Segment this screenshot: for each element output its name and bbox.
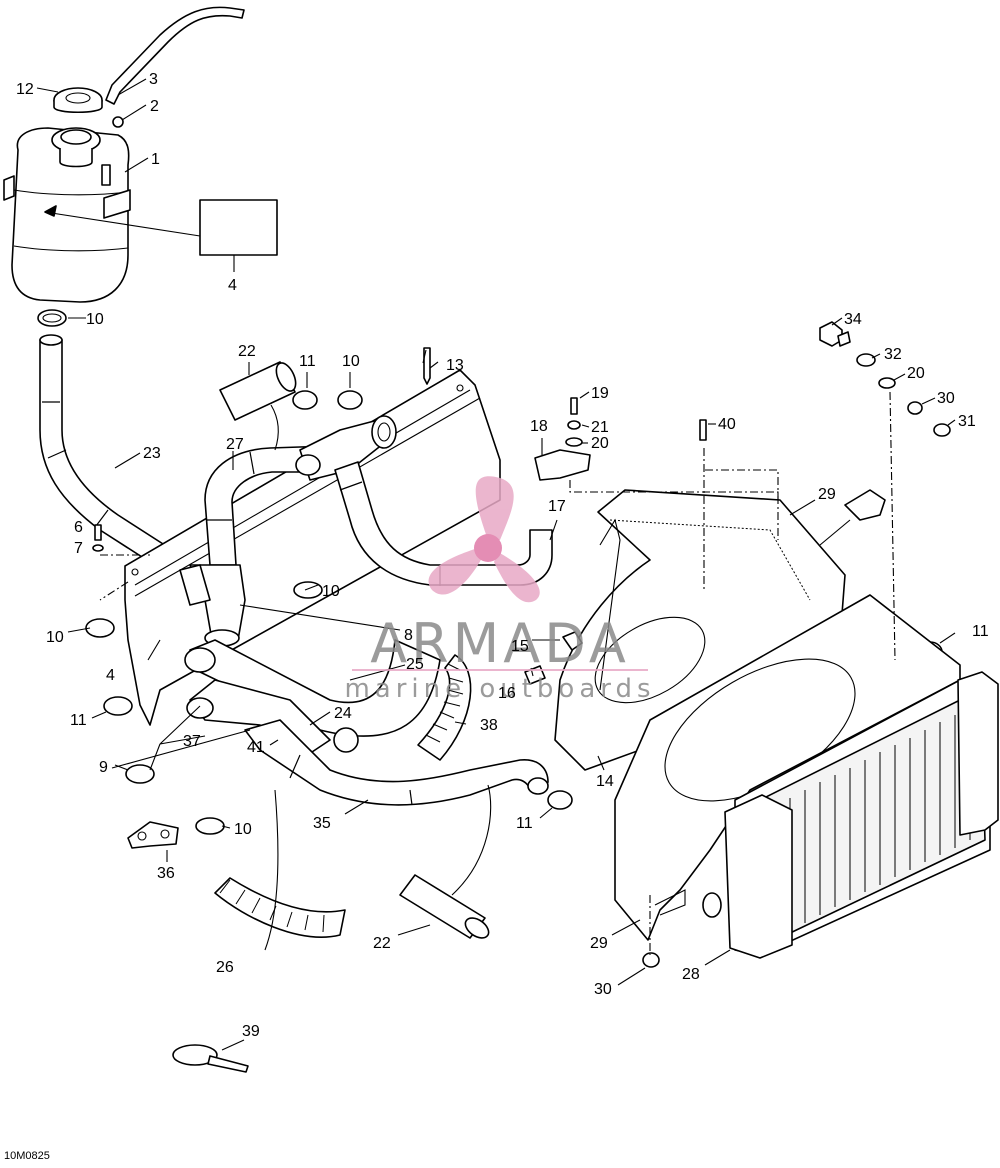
callout-26: 26 bbox=[216, 959, 234, 976]
tee-fitting bbox=[179, 564, 246, 647]
callout-35: 35 bbox=[313, 815, 331, 832]
watermark: ARMADA marine outboards bbox=[344, 476, 655, 704]
callout-19: 19 bbox=[591, 385, 609, 402]
reservoir-cap bbox=[53, 87, 103, 114]
callout-11: 11 bbox=[516, 815, 533, 832]
callout-37: 37 bbox=[183, 733, 201, 750]
callout-10: 10 bbox=[322, 583, 340, 600]
callout-11: 11 bbox=[972, 623, 989, 640]
callout-1: 1 bbox=[151, 151, 160, 168]
callout-27: 27 bbox=[226, 436, 244, 453]
callout-30: 30 bbox=[937, 390, 955, 407]
callout-24: 24 bbox=[334, 705, 352, 722]
callout-36: 36 bbox=[157, 865, 175, 882]
propeller-logo-icon bbox=[428, 476, 540, 603]
callout-16: 16 bbox=[498, 685, 516, 702]
leader-lines bbox=[36, 78, 956, 1051]
callout-4: 4 bbox=[106, 667, 115, 684]
callout-29: 29 bbox=[818, 486, 836, 503]
callout-40: 40 bbox=[718, 416, 736, 433]
callout-22: 22 bbox=[238, 343, 256, 360]
callout-21: 21 bbox=[591, 419, 609, 436]
callout-8: 8 bbox=[404, 627, 413, 644]
alignment-lines bbox=[99, 391, 896, 955]
straight-hose-bottom bbox=[399, 874, 490, 939]
corrugated-hose-upper bbox=[417, 654, 472, 761]
callout-39: 39 bbox=[242, 1023, 260, 1040]
callout-28: 28 bbox=[682, 966, 700, 983]
upper-hose bbox=[204, 445, 333, 566]
callout-20: 20 bbox=[591, 435, 609, 452]
callout-14: 14 bbox=[596, 773, 614, 790]
corrugated-hose-lower bbox=[214, 877, 346, 938]
drawing-code: 10M0825 bbox=[4, 1150, 50, 1162]
reservoir-outlet-hose bbox=[39, 334, 189, 576]
callout-23: 23 bbox=[143, 445, 161, 462]
callout-22: 22 bbox=[373, 935, 391, 952]
callout-3: 3 bbox=[149, 71, 158, 88]
coolant-reservoir bbox=[3, 127, 131, 303]
warning-label bbox=[44, 199, 278, 256]
callout-10: 10 bbox=[342, 353, 360, 370]
vent-clamp bbox=[112, 116, 124, 128]
callout-34: 34 bbox=[844, 311, 862, 328]
straight-hose-top bbox=[219, 361, 297, 421]
callout-12: 12 bbox=[16, 81, 34, 98]
callout-13: 13 bbox=[446, 357, 464, 374]
callout-29: 29 bbox=[590, 935, 608, 952]
callout-15: 15 bbox=[511, 638, 529, 655]
callout-7: 7 bbox=[74, 540, 83, 557]
callout-9: 9 bbox=[99, 759, 108, 776]
callout-10: 10 bbox=[46, 629, 64, 646]
watermark-tagline: marine outboards bbox=[344, 674, 655, 704]
watermark-brand: ARMADA bbox=[370, 612, 630, 675]
vent-hose bbox=[105, 6, 245, 105]
callout-38: 38 bbox=[480, 717, 498, 734]
callout-20: 20 bbox=[907, 365, 925, 382]
thermostat-housing bbox=[295, 415, 397, 481]
callout-11: 11 bbox=[70, 712, 87, 729]
clamp-reservoir bbox=[37, 309, 67, 327]
callout-31: 31 bbox=[958, 413, 976, 430]
hose-bracket bbox=[127, 821, 179, 849]
callout-17: 17 bbox=[548, 498, 566, 515]
callout-6: 6 bbox=[74, 519, 83, 536]
callouts: 1 2 3 12 4 10 23 22 11 10 13 27 19 21 20… bbox=[16, 71, 989, 1040]
callout-2: 2 bbox=[150, 98, 159, 115]
callout-32: 32 bbox=[884, 346, 902, 363]
callout-25: 25 bbox=[406, 656, 424, 673]
lower-hose-assembly bbox=[184, 639, 549, 806]
callout-4: 4 bbox=[228, 277, 237, 294]
callout-18: 18 bbox=[530, 418, 548, 435]
hardware bbox=[92, 321, 951, 968]
cable-tie bbox=[172, 1044, 249, 1073]
radiator bbox=[702, 671, 999, 959]
callout-41: 41 bbox=[247, 739, 265, 756]
callout-30: 30 bbox=[594, 981, 612, 998]
callout-11: 11 bbox=[299, 353, 316, 370]
callout-10: 10 bbox=[234, 821, 252, 838]
callout-10: 10 bbox=[86, 311, 104, 328]
